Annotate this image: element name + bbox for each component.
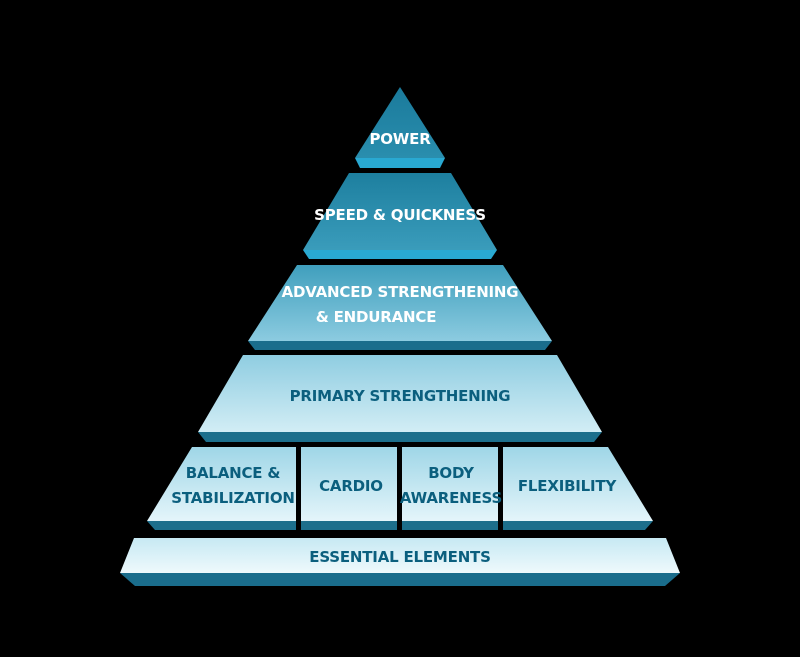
block-balance-label-line2: STABILIZATION <box>171 489 294 507</box>
tier-essential-edge <box>120 573 680 586</box>
block-flexibility-label: FLEXIBILITY <box>518 477 618 495</box>
tier-power-shape <box>355 87 445 158</box>
tier-primary-shape <box>198 355 602 432</box>
tier-speed-label: SPEED & QUICKNESS <box>314 206 486 224</box>
block-cardio: CARDIO <box>301 447 397 530</box>
tier-primary-label: PRIMARY STRENGTHENING <box>290 387 511 405</box>
block-body-awareness: BODY AWARENESS <box>400 447 502 530</box>
tier-advanced-shape <box>248 265 552 341</box>
tier-advanced-label-line2: & ENDURANCE <box>316 308 437 326</box>
tier-essential-shape <box>120 538 680 573</box>
tier-essential: ESSENTIAL ELEMENTS <box>120 538 680 586</box>
block-cardio-label: CARDIO <box>319 477 383 495</box>
block-balance-label-line1: BALANCE & <box>186 464 281 482</box>
block-body-awareness-edge <box>402 521 498 530</box>
block-body-awareness-label-line1: BODY <box>428 464 475 482</box>
block-cardio-shape <box>301 447 397 521</box>
block-body-awareness-shape <box>402 447 498 521</box>
tier-speed-shape <box>303 173 497 250</box>
block-flexibility-edge <box>503 521 653 530</box>
block-flexibility-shape <box>503 447 653 521</box>
tier-power-label: POWER <box>369 130 431 148</box>
tier-advanced: ADVANCED STRENGTHENING & ENDURANCE <box>248 265 552 350</box>
block-body-awareness-label-line2: AWARENESS <box>400 489 502 507</box>
tier-power-edge <box>355 158 445 168</box>
block-balance: BALANCE & STABILIZATION <box>147 447 296 530</box>
block-flexibility: FLEXIBILITY <box>503 447 653 530</box>
block-balance-shape <box>147 447 296 521</box>
tier-speed: SPEED & QUICKNESS <box>303 173 497 259</box>
tier-essential-label: ESSENTIAL ELEMENTS <box>309 548 490 566</box>
block-balance-edge <box>147 521 296 530</box>
tier-primary-edge <box>198 432 602 442</box>
tier-advanced-edge <box>248 341 552 350</box>
tier-base: BALANCE & STABILIZATION CARDIO BODY AWAR… <box>147 447 653 530</box>
block-cardio-edge <box>301 521 397 530</box>
tier-advanced-label-line1: ADVANCED STRENGTHENING <box>282 283 519 301</box>
tier-power: POWER <box>355 87 445 168</box>
tier-speed-edge <box>303 250 497 259</box>
tier-primary: PRIMARY STRENGTHENING <box>198 355 602 442</box>
